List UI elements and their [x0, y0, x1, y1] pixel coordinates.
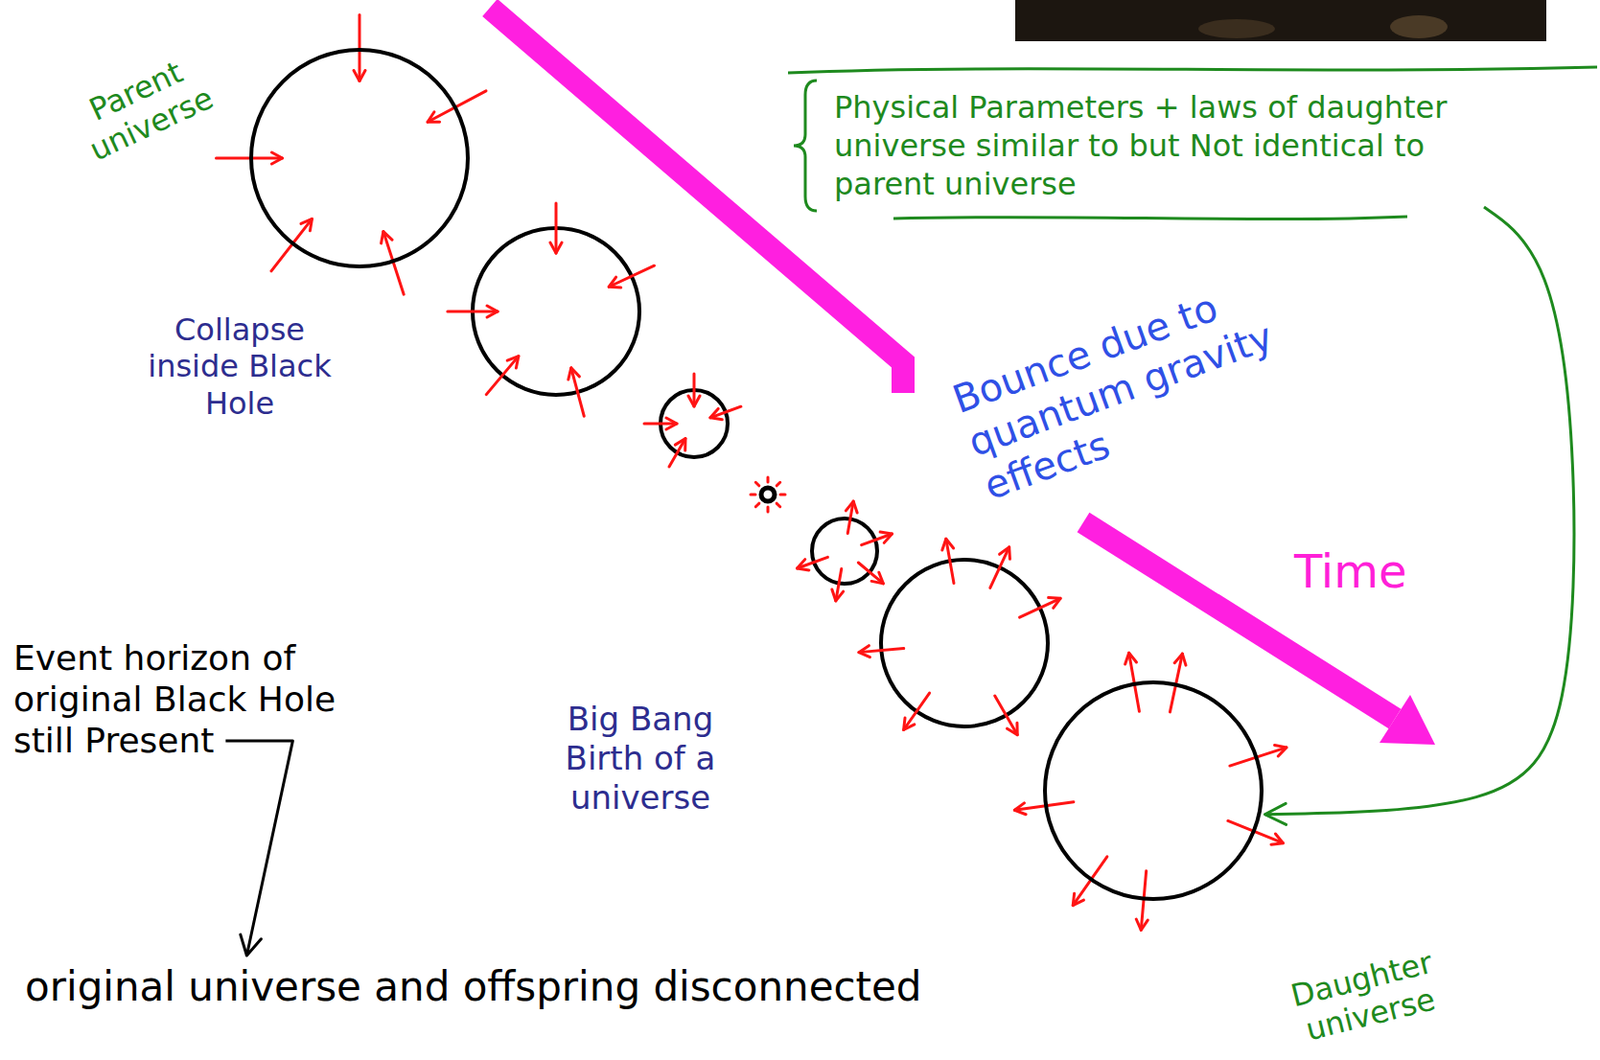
singularity-dot [761, 487, 775, 502]
circle-outline [1044, 682, 1262, 900]
motion-arrow [1072, 857, 1108, 906]
motion-arrow [710, 406, 742, 418]
motion-arrow [608, 265, 654, 287]
motion-arrow [486, 356, 519, 395]
motion-arrow [669, 439, 686, 467]
circle-outline [1043, 680, 1264, 902]
motion-arrow [555, 203, 558, 254]
annotation: Event horizon of original Black Hole sti… [13, 637, 369, 763]
bounce-point [750, 477, 786, 512]
universe-label: Daughter universe [1264, 938, 1469, 1057]
motion-arrow [847, 501, 854, 534]
universe-circle [881, 559, 1048, 727]
universe-circle: Parent universe [249, 47, 470, 269]
leader-arrow [225, 741, 293, 956]
curly-brace [793, 80, 817, 211]
annotation: Big Bang Birth of a universe [525, 699, 756, 817]
bounce-spark [750, 493, 756, 497]
motion-arrow [447, 310, 498, 314]
bounce-spark [755, 482, 760, 487]
motion-arrow [1020, 598, 1062, 618]
influence-arrow [1264, 207, 1575, 815]
photo-detail [1198, 19, 1276, 39]
universe-circle [811, 518, 878, 584]
universe-label: Parent universe [46, 35, 243, 180]
leader-arrow [225, 741, 293, 956]
motion-arrow [835, 568, 842, 601]
motion-arrow [995, 695, 1018, 736]
note-brace [788, 67, 1598, 220]
annotation: Bounce due to quantum gravity effects [946, 248, 1354, 510]
universe-circles [472, 228, 1048, 727]
time-arrowhead [1379, 695, 1436, 745]
note-text: Physical Parameters + laws of daughter u… [834, 88, 1506, 204]
motion-arrow [946, 538, 954, 583]
note-box: Physical Parameters + laws of daughter u… [826, 84, 1513, 208]
motion-arrow [796, 556, 828, 569]
circle-outline [251, 49, 468, 267]
bounce-spark [755, 503, 760, 508]
motion-arrow [857, 562, 883, 584]
annotation: original universe and offspring disconne… [24, 963, 1176, 1012]
photo-strip [1015, 0, 1547, 42]
bounce-spark [780, 493, 786, 497]
annotation: Collapse inside Black Hole [134, 311, 346, 422]
motion-arrow [904, 693, 930, 730]
circle-outline [249, 47, 470, 269]
motion-arrow [990, 547, 1010, 589]
motion-arrow [861, 533, 893, 546]
axis-label: Time [1294, 544, 1429, 601]
motion-arrow [693, 373, 696, 407]
motion-arrow [644, 422, 677, 426]
universe-circle: Daughter universe [1043, 680, 1264, 902]
bounce-spark [766, 507, 770, 512]
motion-arrow [571, 368, 585, 417]
bounce-spark [776, 503, 781, 508]
note-rule [893, 216, 1408, 220]
photo-detail [1390, 15, 1448, 39]
motion-arrow [858, 649, 905, 653]
bounce-spark [776, 482, 781, 487]
bounce-spark [766, 477, 770, 483]
note-rule [788, 67, 1598, 73]
